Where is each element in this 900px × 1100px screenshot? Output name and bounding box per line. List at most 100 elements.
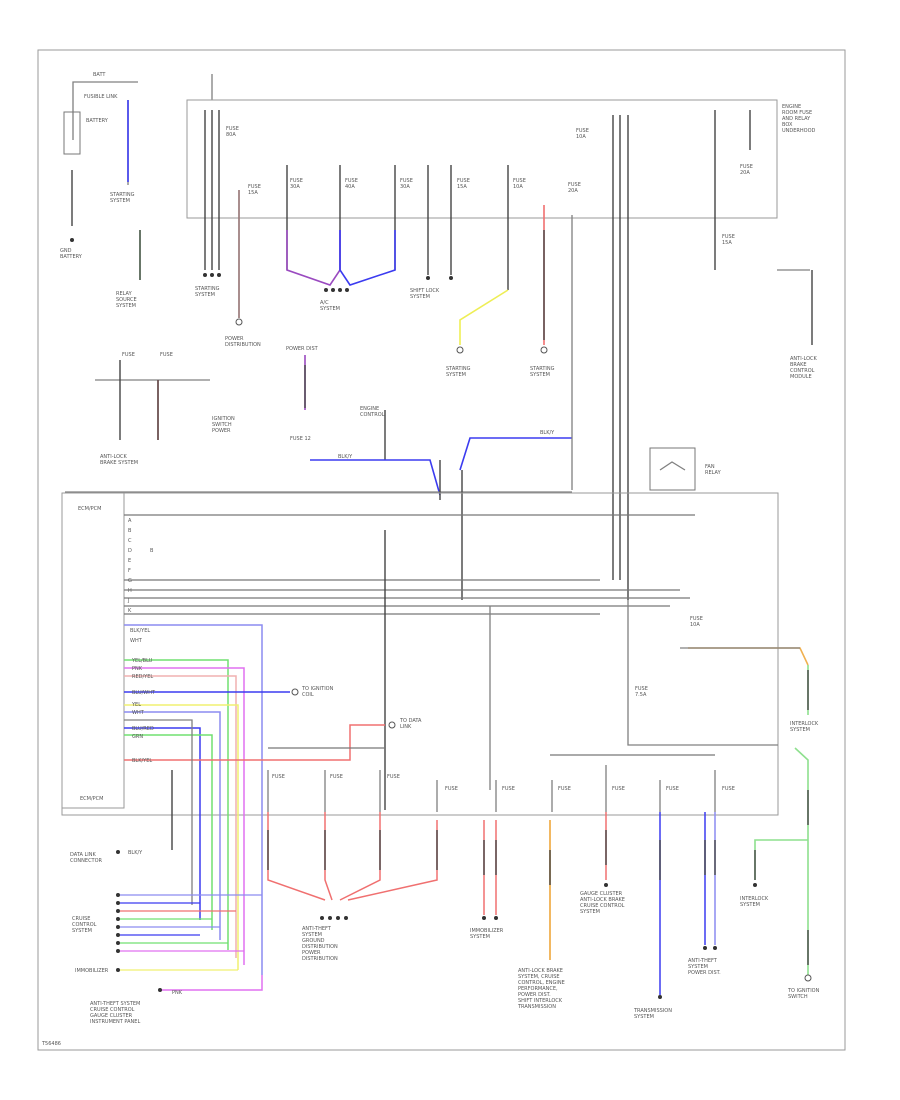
svg-text:CRUISE CONTROL: CRUISE CONTROL [90,1007,135,1013]
svg-text:ANTI-LOCK BRAKE: ANTI-LOCK BRAKE [580,897,625,903]
svg-text:ANTI-LOCK: ANTI-LOCK [100,454,128,460]
svg-text:SWITCH: SWITCH [212,422,232,428]
svg-text:POWER: POWER [225,336,244,342]
svg-text:FUSE: FUSE [666,786,679,792]
ecm-box [61,492,779,816]
svg-text:BRAKE: BRAKE [790,362,807,368]
svg-text:INTERLOCK: INTERLOCK [790,721,819,727]
svg-text:TRANSMISSION: TRANSMISSION [633,1008,672,1014]
left-output-block: BLK/Y DATA LINK CONNECTOR CRUISE CONTROL… [70,850,263,1025]
svg-text:TO IGNITION: TO IGNITION [787,988,820,994]
svg-text:ENGINE: ENGINE [360,406,379,412]
svg-text:COIL: COIL [302,692,314,698]
svg-text:POWER DIST: POWER DIST [286,346,319,352]
svg-text:GAUGE CLUSTER: GAUGE CLUSTER [580,891,623,897]
svg-text:FUSE: FUSE [290,178,303,184]
svg-text:10A: 10A [690,622,700,628]
svg-text:DATA LINK: DATA LINK [70,852,96,858]
svg-text:BLK/YEL: BLK/YEL [130,628,150,634]
svg-text:SYSTEM: SYSTEM [580,909,600,915]
relay-symbol: FAN RELAY [649,447,722,491]
svg-text:15A: 15A [722,240,732,246]
svg-text:FUSE: FUSE [122,352,135,358]
svg-text:FUSE: FUSE [690,616,703,622]
svg-text:F: F [128,568,131,574]
svg-text:POWER DIST.: POWER DIST. [688,970,721,976]
svg-text:B: B [128,528,132,534]
svg-text:D: D [128,548,132,554]
left-mid-relays: FUSE FUSE ANTI-LOCK BRAKE SYSTEM POWER D… [95,346,319,466]
svg-text:FUSIBLE LINK: FUSIBLE LINK [84,94,118,100]
svg-text:40A: 40A [345,184,355,190]
svg-text:BLK/Y: BLK/Y [338,454,353,460]
svg-text:SYSTEM: SYSTEM [320,306,340,312]
svg-text:10A: 10A [513,184,523,190]
svg-text:FUSE: FUSE [576,128,589,134]
ecm-connector-strip [61,492,125,809]
svg-text:CONNECTOR: CONNECTOR [70,858,103,864]
svg-text:SYSTEM: SYSTEM [110,198,130,204]
right-green-branch: INTERLOCK SYSTEM INTERLOCK SYSTEM TO IGN… [740,665,820,1000]
svg-text:K: K [128,608,132,614]
svg-text:GRN: GRN [132,734,143,740]
svg-text:H: H [128,588,132,594]
svg-text:YEL/BLU: YEL/BLU [131,658,153,664]
ecm-bus [124,514,809,810]
svg-text:IMMOBILIZER: IMMOBILIZER [75,968,109,974]
svg-text:INTERLOCK: INTERLOCK [740,896,769,902]
svg-text:GAUGE CLUSTER: GAUGE CLUSTER [90,1013,133,1019]
svg-text:FUSE: FUSE [226,126,239,132]
svg-text:ANTI-LOCK BRAKE: ANTI-LOCK BRAKE [518,968,563,974]
svg-text:BLK/Y: BLK/Y [128,850,143,856]
svg-text:FUSE: FUSE [502,786,515,792]
svg-text:INSTRUMENT PANEL: INSTRUMENT PANEL [90,1019,140,1025]
svg-text:ECM/PCM: ECM/PCM [78,506,101,512]
svg-text:GND: GND [60,248,72,254]
svg-text:ANTI-THEFT: ANTI-THEFT [688,958,718,964]
svg-text:SYSTEM: SYSTEM [410,294,430,300]
svg-text:RELAY: RELAY [705,470,722,476]
svg-text:FUSE: FUSE [612,786,625,792]
diagram-border [37,49,846,1051]
svg-text:SYSTEM: SYSTEM [195,292,215,298]
svg-text:SOURCE: SOURCE [116,297,137,303]
svg-text:SHIFT INTERLOCK: SHIFT INTERLOCK [518,998,563,1004]
svg-text:BLK/Y: BLK/Y [540,430,555,436]
svg-text:BATT: BATT [93,72,106,78]
battery-section: BATT FUSIBLE LINK BATTERY STARTING SYSTE… [60,72,213,309]
svg-text:15A: 15A [457,184,467,190]
svg-text:J: J [127,598,129,604]
connector-group-top: STARTING SYSTEM A/C SYSTEM SHIFT LOCK SY… [195,273,555,378]
svg-text:BATTERY: BATTERY [86,118,109,124]
svg-text:CRUISE CONTROL: CRUISE CONTROL [580,903,625,909]
svg-text:FUSE: FUSE [568,182,581,188]
svg-text:POWER: POWER [212,428,231,434]
svg-text:ANTI-THEFT SYSTEM: ANTI-THEFT SYSTEM [90,1001,140,1007]
svg-text:ROOM FUSE: ROOM FUSE [782,110,812,116]
svg-text:PNK: PNK [132,666,143,672]
svg-text:FAN: FAN [705,464,715,470]
svg-text:FUSE: FUSE [457,178,470,184]
svg-text:20A: 20A [568,188,578,194]
svg-text:30A: 30A [400,184,410,190]
svg-text:FUSE: FUSE [400,178,413,184]
fuse-block [186,99,778,219]
footer-code: T56486 [41,1041,61,1047]
svg-text:AND RELAY: AND RELAY [782,116,811,122]
svg-text:TRANSMISSION: TRANSMISSION [517,1004,556,1010]
svg-text:FUSE: FUSE [722,786,735,792]
svg-text:BLK/YEL: BLK/YEL [132,758,152,764]
svg-text:BRAKE SYSTEM: BRAKE SYSTEM [100,460,138,466]
svg-text:FUSE: FUSE [160,352,173,358]
svg-text:PERFORMANCE,: PERFORMANCE, [518,986,558,992]
bottom-destination-labels: ANTI-THEFT SYSTEM GROUND DISTRIBUTION PO… [302,891,721,1020]
svg-text:30A: 30A [290,184,300,190]
right-side-connections: ANTI-LOCK BRAKE CONTROL MODULE [777,269,818,380]
svg-text:STARTING: STARTING [446,366,471,372]
svg-text:UNDERHOOD: UNDERHOOD [782,128,816,134]
svg-text:CONTROL, ENGINE: CONTROL, ENGINE [518,980,565,986]
svg-text:FUSE: FUSE [330,774,343,780]
svg-text:FUSE: FUSE [722,234,735,240]
svg-text:ECM/PCM: ECM/PCM [80,796,103,802]
